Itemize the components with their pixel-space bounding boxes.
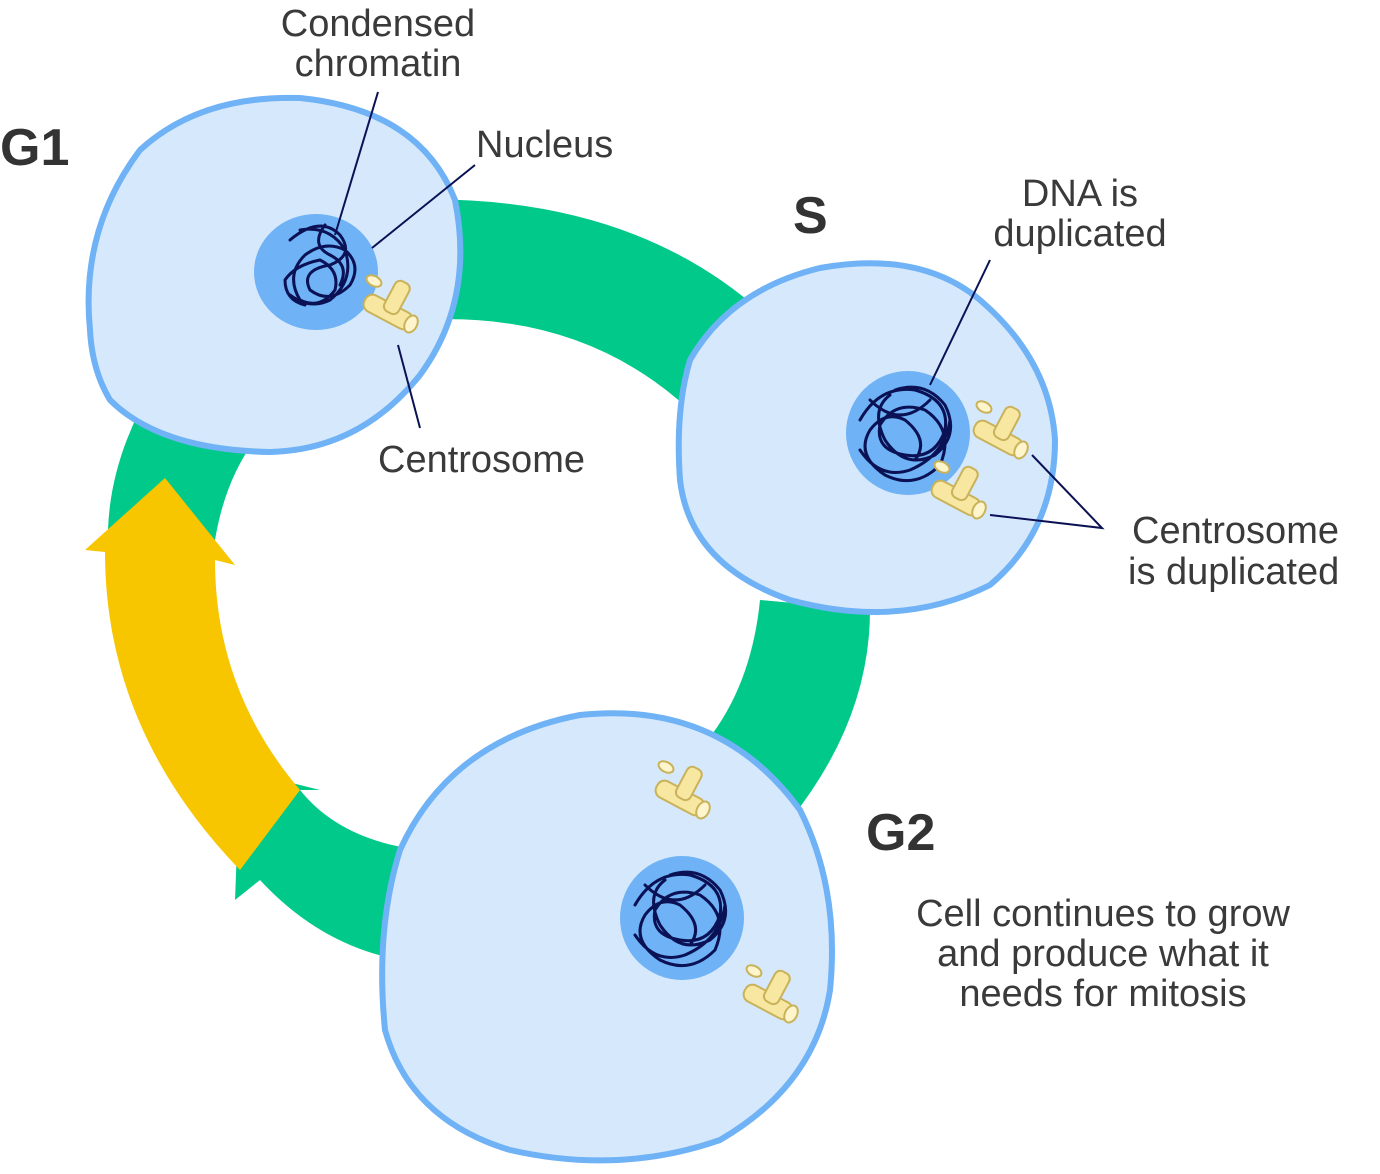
label-condensed-line1: Condensed [281,3,475,45]
label-g2-desc-line3: needs for mitosis [959,973,1246,1015]
label-centrosome-dup-line1: Centrosome [1132,510,1339,552]
label-dna-dup-line2: duplicated [993,213,1166,255]
g1-chromatin [283,223,357,307]
s-cell [675,260,1059,615]
g2-cell [379,710,835,1164]
label-centrosome-dup-line2: is duplicated [1128,551,1339,593]
leader-centrosome-duplicated [989,454,1105,530]
leader-condensed-chromatin [334,91,379,236]
phase-label-g2: G2 [866,804,935,862]
leader-lines [334,91,1105,530]
arrow-g2-to-g1 [235,770,420,960]
label-g2-desc-line2: and produce what it [937,933,1269,975]
label-g2-desc-line1: Cell continues to grow [916,893,1290,935]
label-nucleus: Nucleus [476,124,613,166]
phase-label-s: S [793,187,828,245]
g1-nucleus [254,214,378,330]
label-condensed-line2: chromatin [295,43,462,85]
s-chromatin [858,385,953,483]
g2-cell-membrane [379,710,835,1164]
leader-nucleus [371,164,476,249]
label-centrosome: Centrosome [378,439,585,481]
label-dna-dup-line1: DNA is [1022,173,1138,215]
mitosis-arrow [85,478,300,870]
g2-chromatin [633,870,728,968]
leader-centrosome [397,344,421,429]
phase-label-g1: G1 [0,119,69,177]
g1-cell [85,94,464,456]
leader-dna-duplicated [929,259,991,386]
